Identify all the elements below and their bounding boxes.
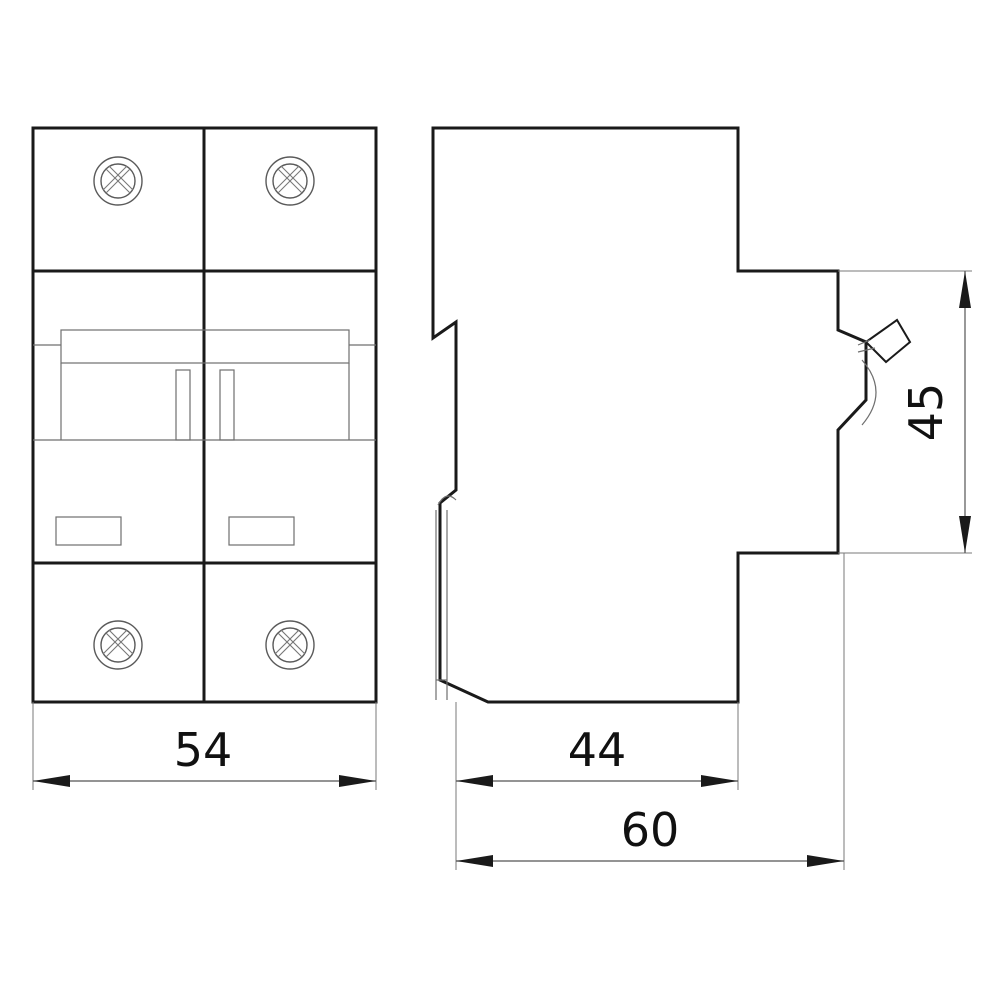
- side-view: [431, 126, 912, 704]
- terminal-screw-icon: [265, 156, 315, 206]
- dimension-center-height: 45: [838, 270, 972, 554]
- din-rail-clip: [435, 495, 457, 700]
- dimension-label-front-width: 54: [174, 723, 233, 777]
- toggle-handle: [857, 318, 912, 426]
- side-view-outline: [431, 126, 868, 704]
- dimension-body-depth: 44: [455, 702, 739, 870]
- dimension-label-body-depth: 44: [568, 723, 627, 777]
- front-view: [31, 126, 378, 704]
- terminal-screw-icon: [93, 620, 143, 670]
- dimension-label-total-depth: 60: [621, 803, 680, 857]
- terminal-screw-icon: [93, 156, 143, 206]
- dimension-front-width: 54: [32, 702, 377, 790]
- terminal-screw-icon: [265, 620, 315, 670]
- status-window-left: [55, 516, 122, 546]
- dimension-label-center-height: 45: [899, 383, 953, 442]
- dimension-total-depth: 60: [456, 553, 845, 870]
- status-window-right: [228, 516, 295, 546]
- handle-bar: [33, 329, 376, 441]
